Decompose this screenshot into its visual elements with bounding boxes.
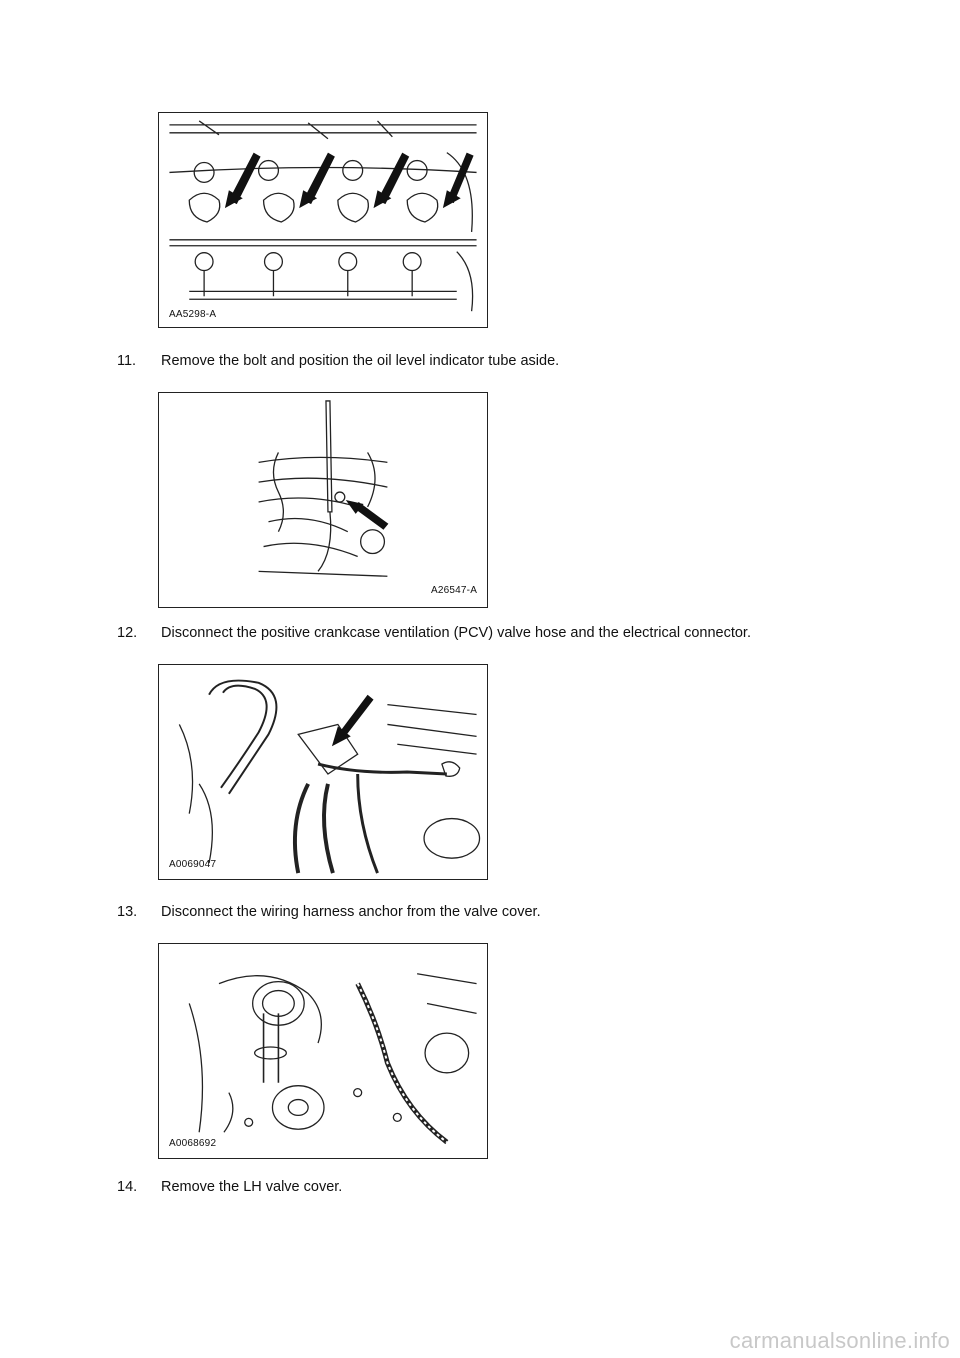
pcv-valve-illustration <box>178 679 481 874</box>
step-13: 13. Disconnect the wiring harness anchor … <box>117 903 541 921</box>
step-text: Disconnect the wiring harness anchor fro… <box>161 904 541 920</box>
figure-id: A0069047 <box>169 859 217 870</box>
step-14: 14. Remove the LH valve cover. <box>117 1178 342 1196</box>
ignition-coils-illustration <box>169 120 477 312</box>
watermark: carmanualsonline.info <box>729 1328 950 1353</box>
wiring-harness-illustration <box>188 973 477 1145</box>
figure-id: AA5298-A <box>169 309 217 320</box>
step-number: 11. <box>117 353 137 369</box>
step-text: Disconnect the positive crankcase ventil… <box>161 625 751 641</box>
step-text: Remove the bolt and position the oil lev… <box>161 353 560 369</box>
figure-pcv-valve: A0069047 <box>158 664 488 880</box>
figure-wiring-harness: A0068692 <box>158 943 488 1159</box>
step-number: 12. <box>117 625 138 641</box>
step-number: 13. <box>117 904 138 920</box>
step-11: 11. Remove the bolt and position the oil … <box>117 352 559 370</box>
oil-level-tube-illustration <box>258 400 389 577</box>
figure-oil-level-tube: A26547-A <box>158 392 488 608</box>
step-text: Remove the LH valve cover. <box>161 1179 343 1195</box>
figure-id: A0068692 <box>169 1138 217 1149</box>
figure-ignition-coils: AA5298-A <box>158 112 488 328</box>
step-12: 12. Disconnect the positive crankcase ven… <box>117 624 751 642</box>
figure-id: A26547-A <box>431 585 478 596</box>
step-number: 14. <box>117 1179 138 1195</box>
